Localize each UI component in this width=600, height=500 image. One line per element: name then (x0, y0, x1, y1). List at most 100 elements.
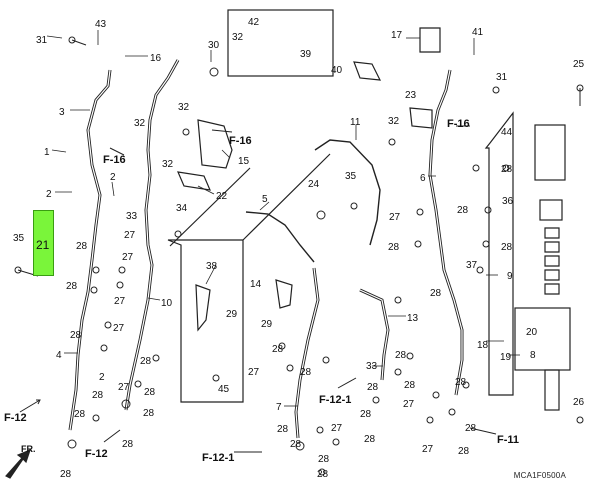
part-callout-39[interactable]: 39 (300, 49, 312, 60)
reference-f-16[interactable]: F-16 (103, 154, 126, 166)
reference-f-12[interactable]: F-12 (4, 412, 27, 424)
part-callout-35[interactable]: 35 (13, 233, 25, 244)
part-callout-27[interactable]: 27 (122, 252, 134, 263)
part-callout-33[interactable]: 33 (126, 211, 138, 222)
part-callout-44[interactable]: 44 (501, 127, 513, 138)
part-callout-9[interactable]: 9 (507, 271, 513, 282)
part-callout-32[interactable]: 32 (388, 116, 400, 127)
part-callout-2[interactable]: 2 (110, 172, 116, 183)
part-callout-28[interactable]: 28 (143, 408, 155, 419)
part-callout-34[interactable]: 34 (176, 203, 188, 214)
part-callout-28[interactable]: 28 (300, 367, 312, 378)
part-callout-28[interactable]: 28 (458, 446, 470, 457)
part-callout-27[interactable]: 27 (124, 230, 136, 241)
part-callout-2[interactable]: 2 (99, 372, 105, 383)
part-callout-32[interactable]: 32 (178, 102, 190, 113)
part-callout-4[interactable]: 4 (56, 350, 62, 361)
part-callout-14[interactable]: 14 (250, 279, 262, 290)
part-callout-28[interactable]: 28 (277, 424, 289, 435)
part-callout-31[interactable]: 31 (36, 35, 48, 46)
part-callout-28[interactable]: 28 (457, 205, 469, 216)
part-callout-28[interactable]: 28 (317, 469, 329, 480)
part-callout-38[interactable]: 38 (206, 261, 218, 272)
reference-f-16[interactable]: F-16 (229, 135, 252, 147)
part-callout-23[interactable]: 23 (405, 90, 417, 101)
part-callout-28[interactable]: 28 (455, 377, 467, 388)
part-callout-28[interactable]: 28 (144, 387, 156, 398)
part-callout-42[interactable]: 42 (248, 17, 260, 28)
part-callout-28[interactable]: 28 (501, 242, 513, 253)
part-callout-45[interactable]: 45 (218, 384, 230, 395)
part-callout-28[interactable]: 28 (388, 242, 400, 253)
part-callout-27[interactable]: 27 (114, 296, 126, 307)
part-callout-28[interactable]: 28 (318, 454, 330, 465)
part-callout-6[interactable]: 6 (420, 173, 426, 184)
part-callout-28[interactable]: 28 (92, 390, 104, 401)
reference-f-11[interactable]: F-11 (497, 434, 520, 446)
part-callout-1[interactable]: 1 (44, 147, 50, 158)
part-callout-24[interactable]: 24 (308, 179, 320, 190)
part-callout-28[interactable]: 28 (430, 288, 442, 299)
reference-f-12[interactable]: F-12 (85, 448, 108, 460)
part-callout-28[interactable]: 28 (76, 241, 88, 252)
part-callout-15[interactable]: 15 (238, 156, 250, 167)
part-callout-28[interactable]: 28 (364, 434, 376, 445)
part-callout-25[interactable]: 25 (573, 59, 585, 70)
part-callout-16[interactable]: 16 (150, 53, 162, 64)
part-callout-29[interactable]: 29 (226, 309, 238, 320)
part-callout-27[interactable]: 27 (248, 367, 260, 378)
part-callout-13[interactable]: 13 (407, 313, 419, 324)
part-callout-31[interactable]: 31 (496, 72, 508, 83)
part-callout-40[interactable]: 40 (331, 65, 343, 76)
part-callout-28[interactable]: 28 (140, 356, 152, 367)
part-callout-27[interactable]: 27 (389, 212, 401, 223)
part-callout-43[interactable]: 43 (95, 19, 107, 30)
part-callout-10[interactable]: 10 (161, 298, 173, 309)
part-callout-41[interactable]: 41 (472, 27, 484, 38)
part-callout-28[interactable]: 28 (501, 164, 513, 175)
part-callout-27[interactable]: 27 (113, 323, 125, 334)
part-callout-27[interactable]: 27 (331, 423, 343, 434)
part-callout-35[interactable]: 35 (345, 171, 357, 182)
part-callout-28[interactable]: 28 (272, 344, 284, 355)
part-callout-2[interactable]: 2 (46, 189, 52, 200)
highlighted-part-box[interactable] (33, 210, 54, 276)
part-callout-32[interactable]: 32 (232, 32, 244, 43)
group-box-center-top (169, 167, 251, 247)
part-callout-29[interactable]: 29 (261, 319, 273, 330)
part-callout-28[interactable]: 28 (395, 350, 407, 361)
part-callout-28[interactable]: 28 (290, 439, 302, 450)
part-callout-17[interactable]: 17 (391, 30, 403, 41)
part-callout-11[interactable]: 11 (350, 117, 361, 128)
part-callout-37[interactable]: 37 (466, 260, 478, 271)
part-callout-7[interactable]: 7 (276, 402, 282, 413)
part-callout-33[interactable]: 33 (366, 361, 378, 372)
part-callout-28[interactable]: 28 (465, 423, 477, 434)
part-callout-3[interactable]: 3 (59, 107, 65, 118)
part-callout-28[interactable]: 28 (122, 439, 134, 450)
reference-f-16[interactable]: F-16 (447, 118, 470, 130)
part-callout-27[interactable]: 27 (118, 382, 130, 393)
part-callout-27[interactable]: 27 (422, 444, 434, 455)
part-callout-20[interactable]: 20 (526, 327, 538, 338)
part-callout-28[interactable]: 28 (74, 409, 86, 420)
part-callout-28[interactable]: 28 (70, 330, 82, 341)
part-callout-28[interactable]: 28 (367, 382, 379, 393)
part-callout-28[interactable]: 28 (66, 281, 78, 292)
part-callout-27[interactable]: 27 (403, 399, 415, 410)
part-callout-5[interactable]: 5 (262, 194, 268, 205)
part-callout-32[interactable]: 32 (134, 118, 146, 129)
part-callout-28[interactable]: 28 (404, 380, 416, 391)
part-callout-8[interactable]: 8 (530, 350, 536, 361)
part-callout-36[interactable]: 36 (502, 196, 514, 207)
part-callout-30[interactable]: 30 (208, 40, 220, 51)
part-callout-22[interactable]: 22 (216, 191, 228, 202)
part-callout-19[interactable]: 19 (500, 352, 512, 363)
part-callout-18[interactable]: 18 (477, 340, 489, 351)
part-callout-26[interactable]: 26 (573, 397, 585, 408)
part-callout-28[interactable]: 28 (60, 469, 72, 480)
reference-f-12-1[interactable]: F-12-1 (202, 452, 235, 464)
reference-f-12-1[interactable]: F-12-1 (319, 394, 352, 406)
part-callout-28[interactable]: 28 (360, 409, 372, 420)
part-callout-32[interactable]: 32 (162, 159, 174, 170)
